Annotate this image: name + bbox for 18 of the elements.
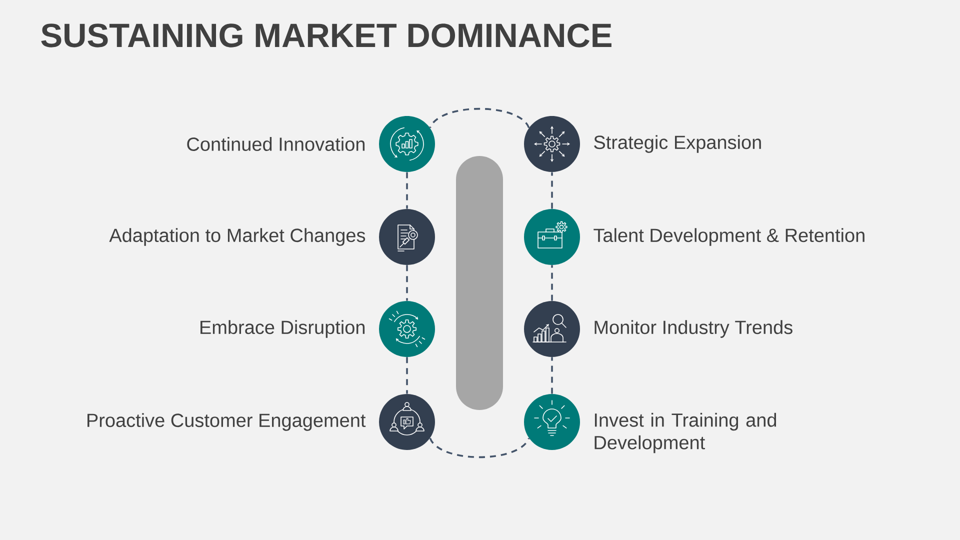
dashed-connector — [429, 438, 530, 458]
rounded-bar — [456, 156, 503, 410]
item-label: Monitor Industry Trends — [594, 320, 792, 338]
dashed-connector — [406, 357, 408, 394]
item-label: Adaptation to Market Changes — [109, 228, 366, 246]
dashed-connector — [551, 265, 553, 301]
dashed-connector — [551, 172, 553, 209]
dashed-connector — [551, 357, 553, 394]
item-label: Talent Development & Retention — [594, 228, 864, 246]
dashed-connector — [429, 108, 530, 128]
item-label: Continued Innovation — [187, 137, 365, 151]
item-label: Embrace Disruption — [200, 320, 365, 338]
item-label: Proactive Customer Engagement — [88, 413, 366, 431]
item-label: Invest in Training and Development — [594, 412, 776, 454]
dashed-connector — [406, 172, 408, 209]
item-label: Strategic Expansion — [594, 135, 761, 153]
title: SUSTAINING MARKET DOMINANCE — [41, 24, 612, 48]
dashed-connector — [406, 265, 408, 301]
